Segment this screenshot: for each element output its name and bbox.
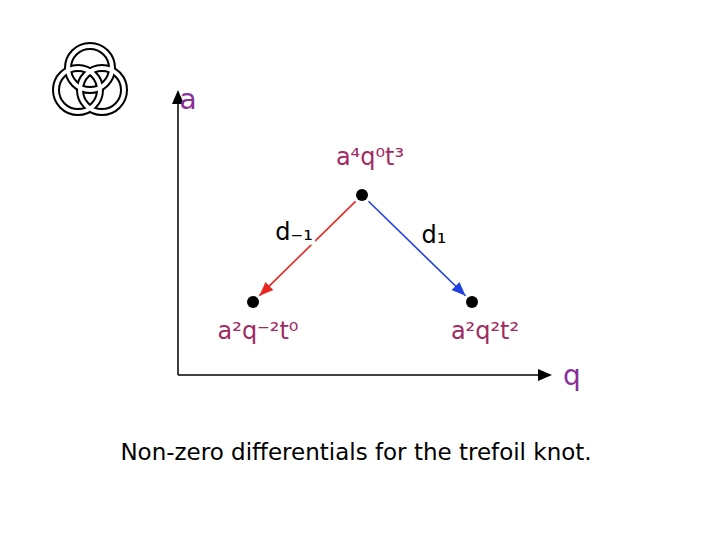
figure-caption: Non-zero differentials for the trefoil k… bbox=[120, 440, 591, 465]
state-dot: a²q⁻²t⁰ bbox=[247, 296, 259, 308]
state-dot: a²q²t² bbox=[466, 296, 478, 308]
differential-arrow bbox=[368, 201, 465, 295]
axis-label: a bbox=[179, 85, 196, 116]
horizontal-axis bbox=[178, 374, 542, 376]
grading-label: a²q⁻²t⁰ bbox=[218, 318, 299, 344]
grading-label: a⁴q⁰t³ bbox=[336, 144, 404, 170]
grading-label: a²q²t² bbox=[451, 318, 519, 344]
differential-label: d₋₁ bbox=[273, 219, 315, 245]
knot-loop-inner bbox=[56, 68, 100, 112]
vertical-axis bbox=[177, 100, 179, 375]
trefoil-knot bbox=[56, 46, 124, 112]
state-dot: a⁴q⁰t³ bbox=[356, 189, 368, 201]
axis-label: q bbox=[563, 361, 581, 392]
differential-label: d₁ bbox=[420, 222, 449, 248]
differential-arrow bbox=[259, 201, 355, 295]
axis-arrowhead bbox=[538, 369, 552, 381]
